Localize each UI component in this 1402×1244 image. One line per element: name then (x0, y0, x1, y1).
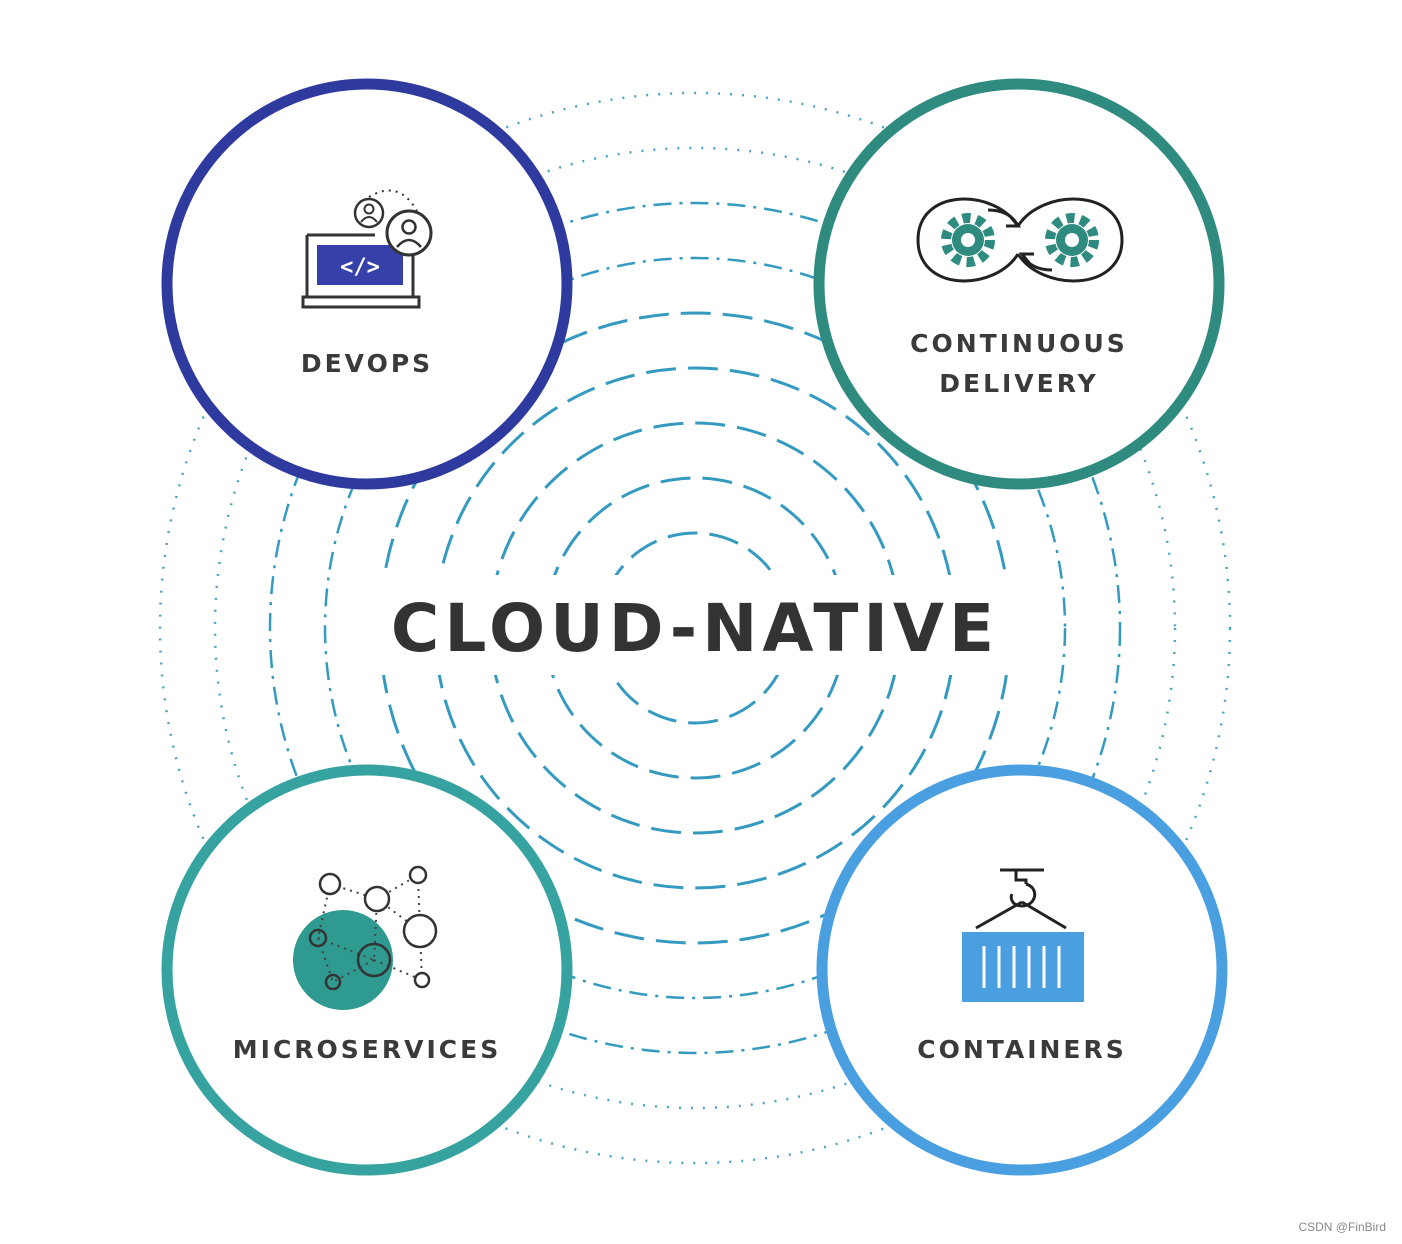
infinity-gears-icon (916, 197, 1124, 283)
wave-ring (213, 146, 1177, 1110)
node-continuous-delivery: CONTINUOUS DELIVERY (813, 78, 1225, 490)
microservices-label: MICROSERVICES (233, 1035, 501, 1064)
shipping-container-hook-icon (962, 868, 1084, 1002)
title-backdrop (365, 575, 1025, 675)
continuous-delivery-label-line2: DELIVERY (939, 369, 1098, 398)
wave-ring (323, 256, 1067, 1000)
wave-ring (158, 91, 1232, 1165)
node-containers: CONTAINERS (816, 764, 1228, 1176)
watermark: CSDN @FinBird (1298, 1220, 1386, 1234)
devops-label: DEVOPS (301, 349, 433, 378)
node-microservices: MICROSERVICES (161, 764, 573, 1176)
node-devops: </> DEVOPS (161, 78, 573, 490)
continuous-delivery-ring (813, 78, 1225, 490)
wave-ring (268, 201, 1122, 1055)
network-nodes-icon (293, 865, 438, 1010)
svg-text:</>: </> (340, 255, 380, 280)
continuous-delivery-label-line1: CONTINUOUS (910, 329, 1128, 358)
center-title: CLOUD-NATIVE (391, 590, 999, 667)
laptop-code-users-icon: </> (301, 189, 433, 309)
containers-label: CONTAINERS (917, 1035, 1127, 1064)
